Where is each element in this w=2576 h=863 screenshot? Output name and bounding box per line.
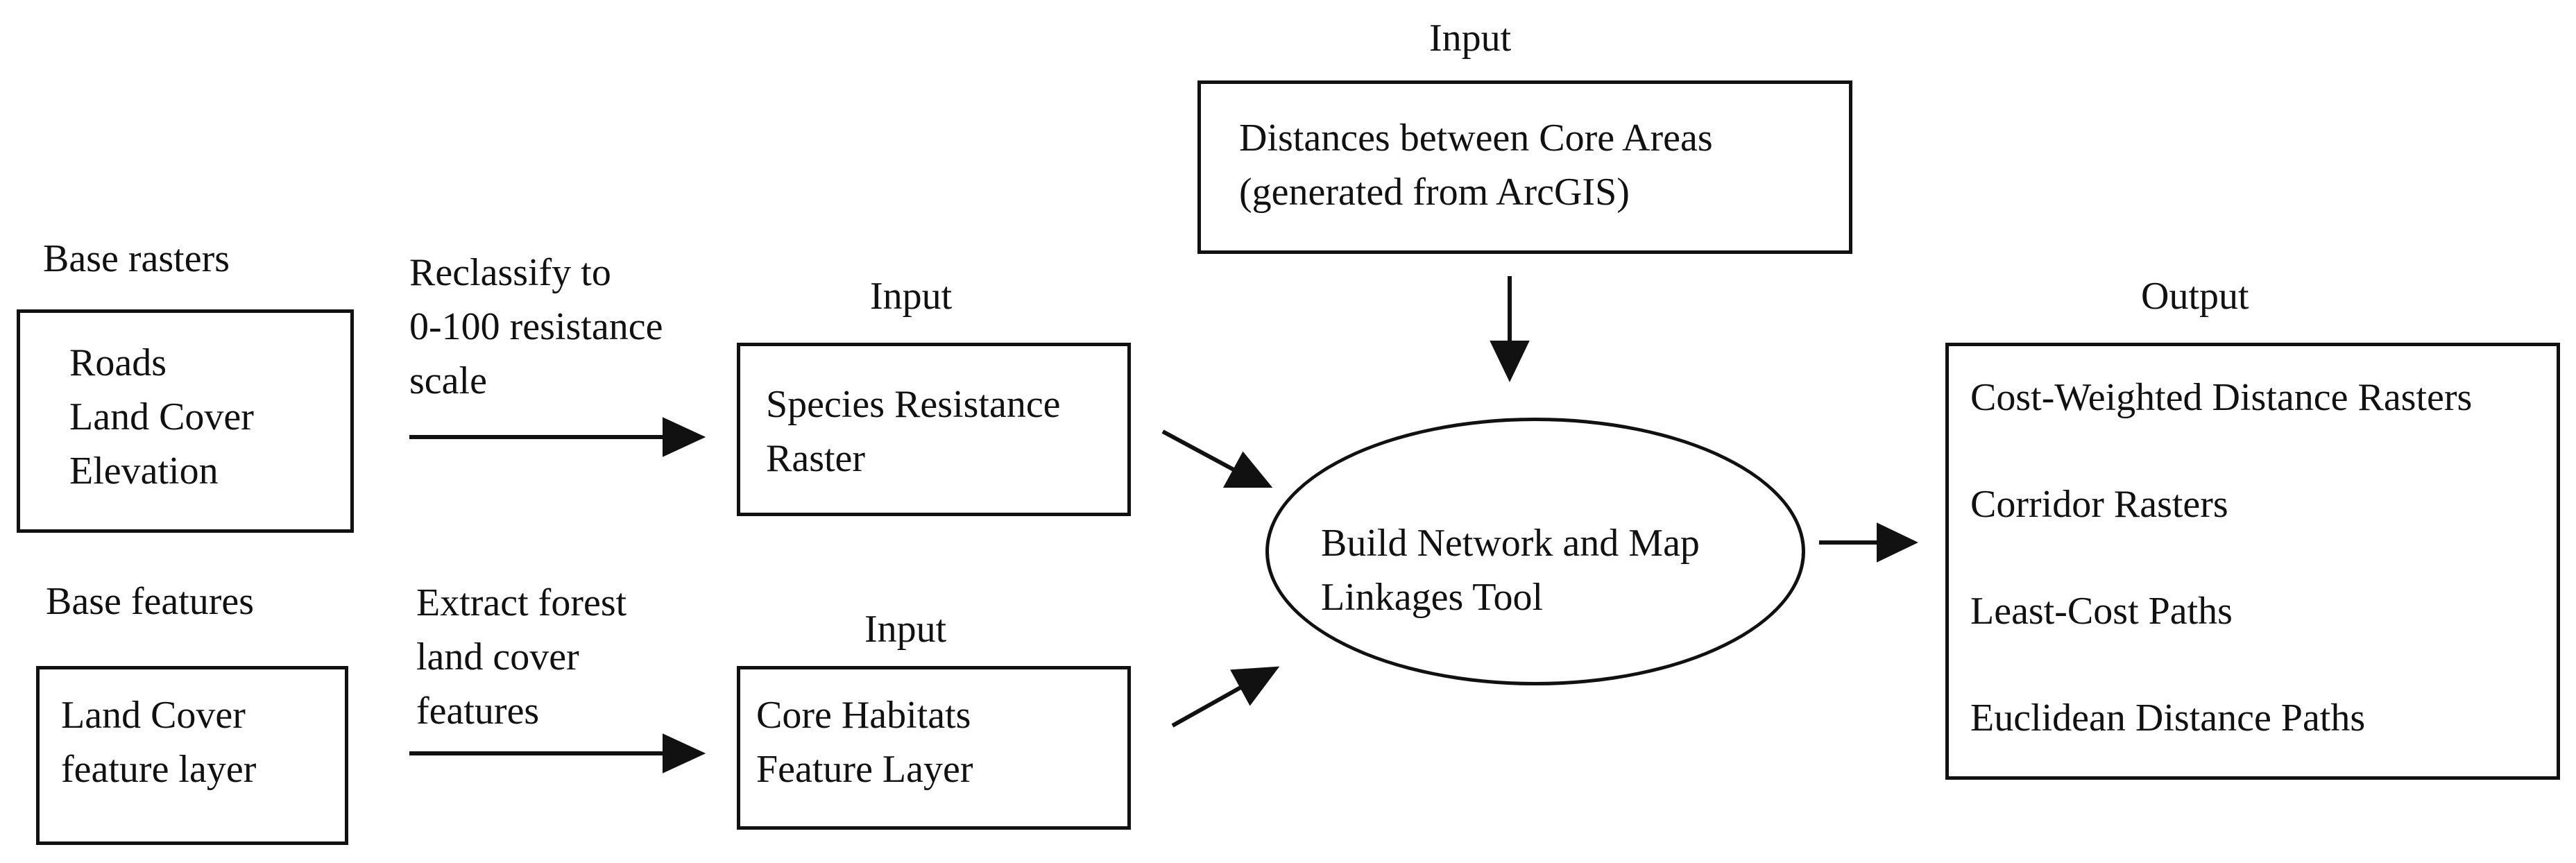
base-features-box (36, 666, 348, 845)
output-item-euclidean: Euclidean Distance Paths (1970, 697, 2366, 740)
habitats-to-tool-arrow-head (1230, 666, 1280, 706)
distances-input-heading: Input (1429, 17, 1512, 60)
distances-line-2: (generated from ArcGIS) (1239, 171, 1630, 214)
output-item-least-cost: Least-Cost Paths (1970, 590, 2233, 633)
reclassify-step-line-1: Reclassify to (409, 251, 611, 294)
tool-line-1: Build Network and Map (1321, 522, 1700, 565)
base-rasters-heading: Base rasters (43, 237, 230, 280)
base-raster-item-land-cover: Land Cover (69, 395, 254, 438)
output-heading: Output (2141, 275, 2249, 318)
base-features-heading: Base features (46, 580, 255, 623)
base-feature-item-feature-layer: feature layer (61, 748, 257, 791)
distances-line-1: Distances between Core Areas (1239, 117, 1713, 160)
reclassify-step-line-2: 0-100 resistance (409, 305, 663, 348)
species-resistance-line-2: Raster (766, 437, 866, 480)
reclassify-step-line-3: scale (409, 359, 487, 402)
tool-line-2: Linkages Tool (1321, 576, 1544, 619)
extract-step-line-2: land cover (416, 635, 579, 678)
build-network-tool-ellipse (1265, 418, 1805, 685)
core-habitats-box (737, 666, 1131, 830)
base-raster-item-elevation: Elevation (69, 450, 219, 493)
core-habitats-line-2: Feature Layer (756, 748, 973, 791)
core-habitats-input-heading: Input (864, 608, 947, 651)
base-raster-item-roads: Roads (69, 341, 167, 384)
output-box (1945, 343, 2560, 780)
extract-step-line-3: features (416, 690, 540, 733)
reclassify-arrow-head (663, 417, 706, 457)
output-item-cost-weighted: Cost-Weighted Distance Rasters (1970, 376, 2473, 419)
core-habitats-line-1: Core Habitats (756, 694, 971, 737)
output-item-corridor: Corridor Rasters (1970, 483, 2228, 526)
resistance-to-tool-arrow (1161, 429, 1236, 472)
distances-box (1197, 80, 1852, 254)
distances-to-tool-arrow-head (1490, 341, 1530, 382)
habitats-to-tool-arrow (1171, 685, 1243, 728)
tool-to-output-arrow-head (1877, 522, 1918, 563)
species-resistance-input-heading: Input (870, 275, 953, 318)
base-rasters-box (17, 309, 354, 533)
extract-step-line-1: Extract forest (416, 581, 627, 624)
species-resistance-line-1: Species Resistance (766, 383, 1061, 426)
resistance-to-tool-arrow-head (1222, 451, 1273, 488)
extract-arrow-head (663, 733, 706, 774)
base-feature-item-land-cover: Land Cover (61, 694, 246, 737)
species-resistance-box (737, 343, 1131, 516)
